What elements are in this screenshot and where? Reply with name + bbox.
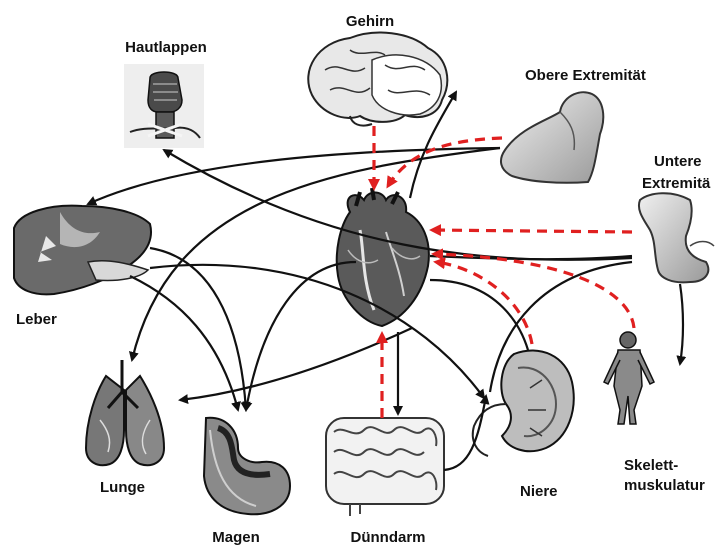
label-skelett-line1: Skelett- — [624, 456, 678, 475]
arrow-arm-to-lungs — [132, 148, 500, 360]
arrow-heart-to-lungs — [180, 328, 412, 400]
label-untere-line1: Untere — [654, 152, 702, 171]
arrow-leg-to-muscle — [680, 284, 683, 364]
fist-icon — [124, 64, 204, 148]
label-lunge: Lunge — [100, 478, 145, 497]
liver-icon — [14, 206, 151, 295]
label-untere-line2: Extremitä — [642, 174, 710, 193]
brain-icon — [308, 33, 447, 126]
label-niere: Niere — [520, 482, 558, 501]
dashed-kidney-to-heart — [436, 262, 532, 344]
label-duenndarm: Dünndarm — [351, 528, 426, 547]
label-skelett-line2: muskulatur — [624, 476, 705, 495]
label-obere-extremitaet: Obere Extremität — [525, 66, 646, 85]
label-gehirn: Gehirn — [346, 12, 394, 31]
skeletal-muscle-icon — [604, 332, 654, 424]
intestine-icon — [326, 418, 444, 516]
lungs-icon — [86, 360, 164, 465]
stomach-icon — [204, 418, 290, 514]
dashed-muscle-to-heart — [434, 254, 634, 328]
arrow-intestine-to-kidney — [444, 396, 486, 470]
arrow-leg-to-heart — [430, 256, 632, 259]
label-magen: Magen — [212, 528, 260, 547]
leg-icon — [639, 193, 714, 282]
label-hautlappen: Hautlappen — [125, 38, 207, 57]
dashed-leg-to-heart — [432, 230, 632, 232]
arrow-heart-to-kidney — [430, 280, 528, 350]
label-leber: Leber — [16, 310, 57, 329]
arm-icon — [501, 92, 603, 183]
heart-icon — [337, 188, 429, 326]
kidney-icon — [473, 350, 574, 456]
